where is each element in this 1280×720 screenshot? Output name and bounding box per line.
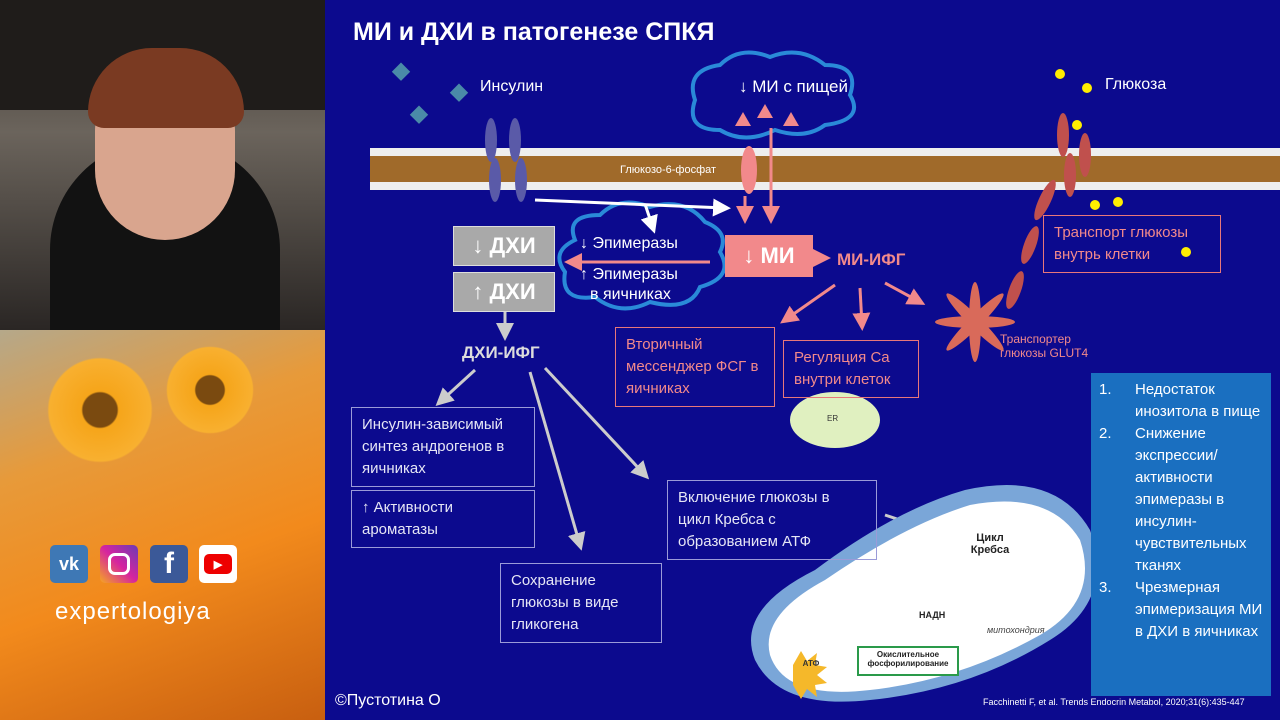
mi-triangles: [735, 104, 799, 126]
mi-transporter: [741, 146, 757, 194]
atp-label: АТФ: [802, 659, 820, 668]
krebs-label: Цикл Кребса: [970, 532, 1010, 556]
flower-decoration: [160, 340, 260, 440]
list-item: 3.Чрезмерная эпимеризация МИ в ДХИ в яич…: [1099, 579, 1263, 640]
mitochondrion: [751, 485, 1097, 702]
g6p-label: Глюкозо-6-фосфат: [620, 164, 717, 176]
dietary-mi-label: ↓ МИ с пищей: [739, 77, 848, 96]
promo-panel: [0, 330, 325, 720]
glycogen-box: Сохранение глюкозы в виде гликогена: [500, 563, 662, 643]
vk-icon[interactable]: vk: [50, 545, 88, 583]
flower-decoration: [40, 350, 160, 470]
glucose-transport-box: Транспорт глюкозы внутрь клетки: [1043, 215, 1221, 273]
glucose-label: Глюкоза: [1105, 76, 1167, 93]
glucose-transporters: [1006, 113, 1091, 309]
diagram-graphics: [370, 50, 1280, 702]
youtube-icon[interactable]: ▶: [199, 545, 237, 583]
slide-title: МИ и ДХИ в патогенезе СПКЯ: [353, 18, 715, 46]
dietary-cloud: [690, 50, 857, 140]
oxphos-label: Окислительное фосфорилирование: [867, 650, 949, 668]
nadh-label: НАДН: [919, 610, 946, 620]
dci-up-box: ↑ ДХИ: [453, 272, 555, 312]
second-messenger-box: Вторичный мессенджер ФСГ в яичниках: [615, 327, 775, 407]
presentation-slide: МИ и ДХИ в патогенезе СПКЯ: [325, 0, 1280, 720]
atp-star: [793, 651, 827, 699]
insulin-label: Инсулин: [480, 78, 544, 95]
glut4-label: Транспортер глюкозы GLUT4: [1000, 332, 1089, 360]
cell-membrane: [370, 148, 1280, 190]
brand-name: expertologiya: [55, 598, 211, 625]
mito-label: митохондрия: [987, 625, 1045, 635]
er-organelle: [790, 392, 880, 448]
instagram-icon[interactable]: [100, 545, 138, 583]
mi-ipg-label: МИ-ИФГ: [837, 250, 906, 269]
webcam-video: [0, 0, 325, 330]
epimerase-up: ↑ Эпимеразы: [580, 266, 678, 283]
causes-list: 1.Недостаток инозитола в пище 2.Снижение…: [1091, 373, 1271, 696]
list-item: 1.Недостаток инозитола в пище: [1099, 381, 1261, 420]
krebs-inclusion-box: Включение глюкозы в цикл Кребса с образо…: [667, 480, 877, 560]
epimerase-ovary: в яичниках: [590, 286, 671, 303]
oxphos-box: [857, 646, 959, 676]
facebook-icon[interactable]: f: [150, 545, 188, 583]
speaker-hair: [88, 48, 244, 128]
ca-regulation-box: Регуляция Ca внутри клеток: [783, 340, 919, 398]
er-label: ER: [827, 414, 839, 423]
dci-down-box: ↓ ДХИ: [453, 226, 555, 266]
insulin-receptor: [485, 118, 527, 202]
glucose-molecules: [1055, 69, 1191, 257]
aromatase-box: ↑ Активности ароматазы: [351, 490, 535, 548]
citation: Facchinetti F, et al. Trends Endocrin Me…: [983, 697, 1245, 707]
glut4-star: [935, 282, 1015, 362]
epimerase-down: ↓ Эпимеразы: [580, 235, 678, 252]
mi-down-box: ↓ МИ: [725, 235, 813, 277]
list-item: 2.Снижение экспрессии/ активности эпимер…: [1099, 425, 1247, 574]
dci-ipg-label: ДХИ-ИФГ: [462, 343, 540, 362]
androgen-synthesis-box: Инсулин-зависимый синтез андрогенов в яи…: [351, 407, 535, 487]
insulin-molecules: [391, 62, 469, 124]
copyright: ©Пустотина О: [335, 692, 441, 709]
